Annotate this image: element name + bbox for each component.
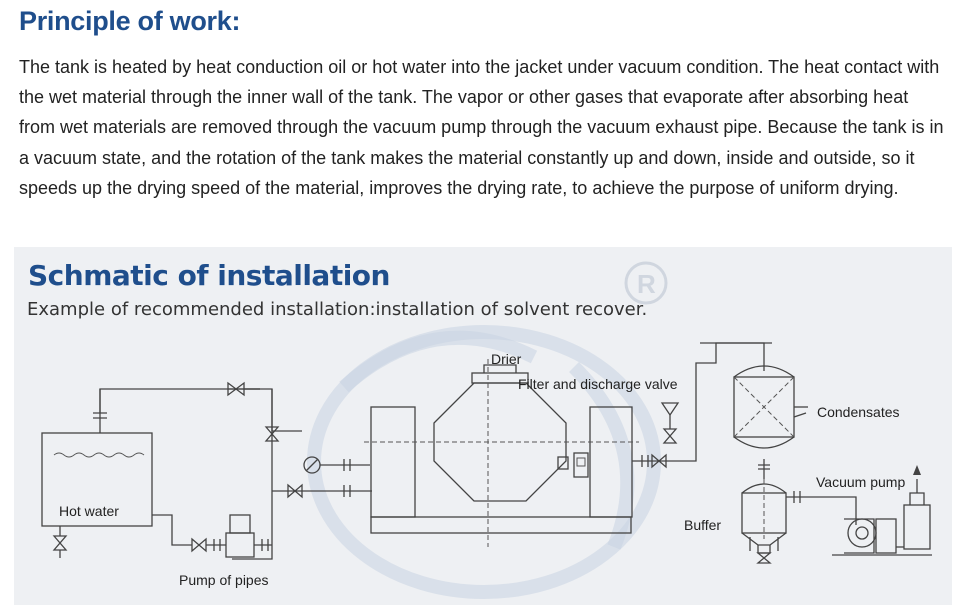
watermark-logo: R	[307, 261, 668, 599]
drier-machine	[364, 359, 639, 547]
filter-valve-label: Filter and discharge valve	[518, 376, 678, 392]
principle-paragraph: The tank is heated by heat conduction oi…	[19, 57, 944, 198]
section-heading: Principle of work:	[19, 6, 241, 36]
buffer-tank	[741, 479, 787, 564]
figure-title: Schmatic of installation	[28, 259, 390, 292]
installation-figure: R	[14, 247, 952, 605]
drier-label: Drier	[491, 351, 522, 367]
figure-subtitle: Example of recommended installation:inst…	[27, 299, 648, 320]
condensates-label: Condensates	[817, 404, 900, 420]
condenser	[733, 365, 808, 479]
installation-diagram: R	[41, 261, 932, 599]
hot-water-tank	[41, 388, 260, 558]
buffer-label: Buffer	[684, 517, 721, 533]
hot-water-label: Hot water	[59, 503, 119, 519]
watermark-text: R	[637, 269, 656, 299]
vacuum-pump	[832, 465, 932, 556]
pump-of-pipes-label: Pump of pipes	[179, 572, 269, 588]
vacuum-pump-label: Vacuum pump	[816, 474, 905, 490]
